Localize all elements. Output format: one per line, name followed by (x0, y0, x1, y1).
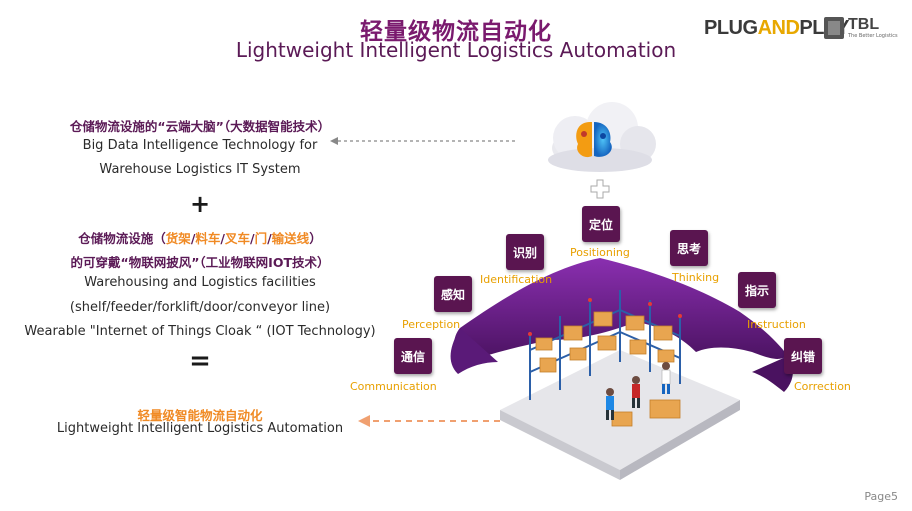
capability-thinking-label: Thinking (672, 271, 720, 284)
warehouse-shelves (528, 290, 682, 427)
big-data-en-line1: Big Data Intelligence Technology for (82, 138, 318, 153)
capability-positioning-label: Positioning (570, 246, 630, 259)
separator: / (250, 231, 255, 246)
tbl-cube-icon (824, 17, 844, 39)
warehouse-workers (606, 362, 671, 420)
capability-correction: 纠错 (784, 338, 822, 374)
logo-plug: PLUG (704, 17, 758, 39)
capability-communication-label: Communication (350, 380, 437, 393)
capability-instruction: 指示 (738, 272, 776, 308)
result-en: Lightweight Intelligent Logistics Automa… (56, 421, 344, 436)
iot-en-line2: (shelf/feeder/forklift/door/conveyor lin… (69, 300, 331, 315)
warehouse-scene (450, 102, 793, 480)
cloud-brain-icon (548, 102, 656, 172)
iot-en-line1: Warehousing and Logistics facilities (84, 275, 316, 290)
page-number: Page5 (864, 490, 898, 503)
iot-cn-line2: 的可穿戴“物联网披风”（工业物联网IOT技术） (70, 255, 330, 270)
capability-identification-label: Identification (480, 273, 553, 286)
separator: / (267, 231, 272, 246)
capability-communication: 通信 (394, 338, 432, 374)
equals-sign: = (189, 346, 211, 376)
tbl-logo-subtext: The Better Logistics (848, 33, 898, 39)
capability-instruction-label: Instruction (747, 318, 806, 331)
facility-forklift: 叉车 (224, 231, 250, 246)
tbl-logo-text: TBL (848, 16, 880, 33)
result-arrow (358, 415, 500, 427)
tbl-logo: TBL The Better Logistics (824, 16, 898, 41)
separator: / (190, 231, 196, 246)
iot-cn-line1: 仓储物流设施（货架/料车/叉车/门/输送线） (0, 228, 400, 247)
facility-door: 门 (254, 231, 268, 246)
capability-perception-label: Perception (402, 318, 461, 331)
cloud-arrow (330, 137, 515, 145)
page-title-en: Lightweight Intelligent Logistics Automa… (235, 38, 677, 62)
capability-perception: 感知 (434, 276, 472, 312)
facility-conveyor: 输送线 (271, 231, 310, 246)
logo-and: AND (757, 17, 800, 39)
iot-cn1-suffix: ） (309, 231, 322, 246)
plus-sign: + (189, 190, 211, 218)
big-data-en-line2: Warehouse Logistics IT System (99, 162, 301, 177)
iot-cn1-prefix: 仓储物流设施（ (78, 231, 166, 246)
iot-en-line3: Wearable "Internet of Things Cloak “ (IO… (24, 324, 376, 339)
big-data-cn: 仓储物流设施的“云端大脑”（大数据智能技术） (69, 119, 331, 134)
page-title-cn: 轻量级物流自动化 (360, 19, 552, 45)
result-cn: 轻量级智能物流自动化 (137, 408, 263, 423)
capability-thinking: 思考 (670, 230, 708, 266)
capability-identification: 识别 (506, 234, 544, 270)
separator: / (220, 231, 225, 246)
capability-correction-label: Correction (794, 380, 851, 393)
facility-shelf: 货架 (165, 231, 191, 246)
facility-feeder: 料车 (195, 231, 221, 246)
plus-connector-icon (590, 179, 610, 199)
capability-positioning: 定位 (582, 206, 620, 242)
